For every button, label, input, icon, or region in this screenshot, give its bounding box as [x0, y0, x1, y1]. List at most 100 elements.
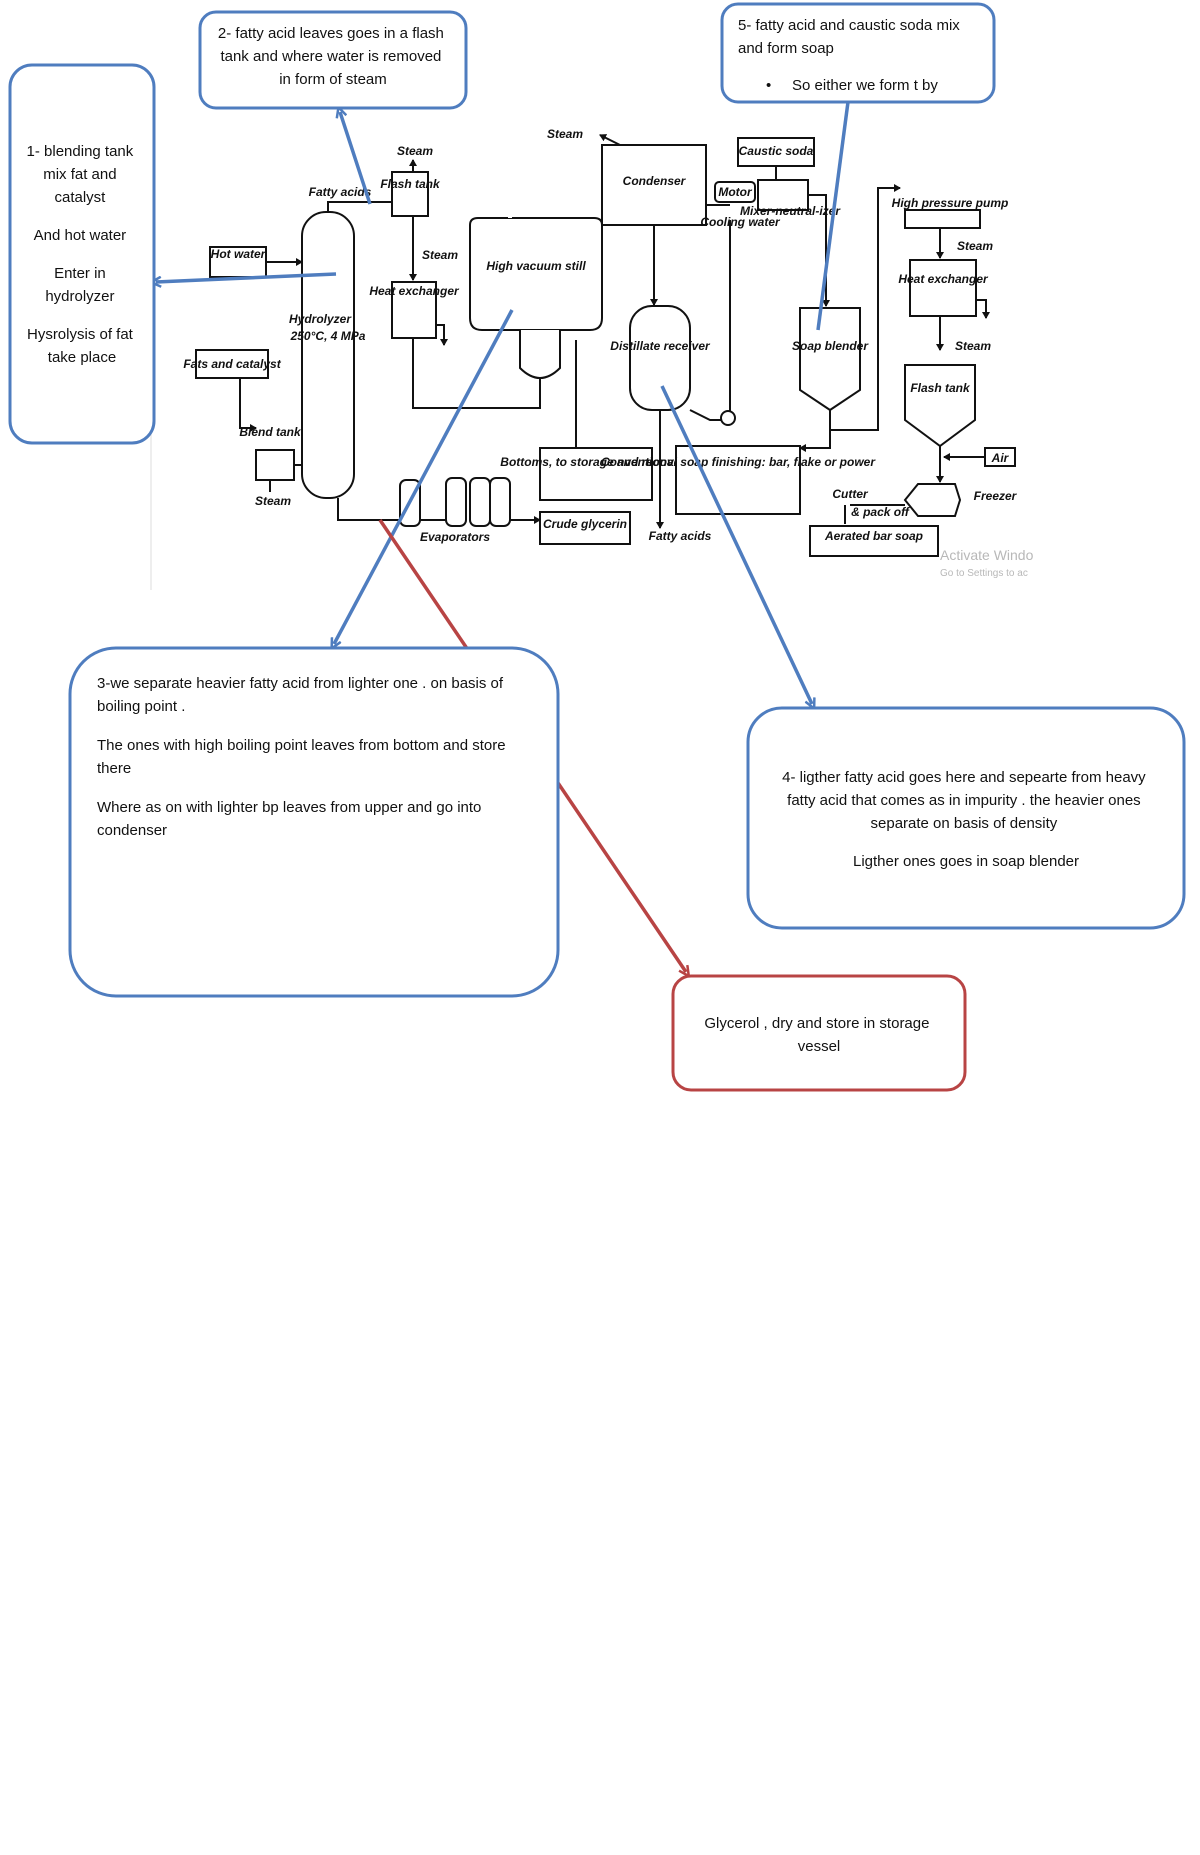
callout-1-line-8: take place: [48, 349, 116, 366]
aerated-bar-soap-box: [809, 525, 939, 557]
hot-water-label: Hot water: [211, 247, 267, 261]
steam-right2-label: Steam: [955, 339, 991, 353]
fats-catalyst-box: [195, 349, 269, 379]
process-flow-diagram: Hot water Fats and catalyst Blend tank S…: [150, 120, 1034, 590]
callout-4-line-3: separate on basis of density: [871, 815, 1058, 832]
bottoms-label: Bottoms, to storage and recovery: [500, 455, 693, 469]
steam-condenser-label: Steam: [547, 127, 583, 141]
air-label: Air: [991, 451, 1010, 465]
callout-1-line-3: catalyst: [54, 189, 106, 206]
arrow-callout-2: [340, 112, 372, 205]
pump-circle: [720, 410, 736, 426]
callout-4-line-1: 4- ligther fatty acid goes here and sepe…: [782, 769, 1146, 786]
heat-exchanger-left-label: Heat exchanger: [369, 284, 460, 298]
evaporator-3: [469, 477, 491, 527]
receiver-return-pipe: [689, 220, 731, 421]
callout-glycerol: Glycerol , dry and store in storage vess…: [671, 974, 967, 1092]
hx-right-out-pipe: [976, 299, 990, 319]
still-vapor-duct: [509, 167, 595, 218]
callout-2-line-2: tank and where water is removed: [220, 48, 441, 65]
fatty-acids-out-label: Fatty acids: [649, 529, 712, 543]
flash-tank-left: [391, 171, 429, 217]
hx-out-pipe: [436, 324, 448, 346]
callout-5: 5- fatty acid and caustic soda mix and f…: [720, 2, 996, 104]
callout-1-line-2: mix fat and: [43, 166, 116, 183]
pack-off-label: & pack off: [851, 505, 910, 519]
callout-1-line-5: Enter in: [54, 265, 106, 282]
callout-3-box: [68, 646, 560, 998]
blender-to-finishing-pipe: [799, 410, 831, 452]
blender-to-pump-pipe: [830, 184, 901, 431]
callout-glycerol-box: [671, 974, 967, 1092]
callout-4-box: [746, 706, 1186, 930]
flash-tank-right-label: Flash tank: [910, 381, 971, 395]
fats-pipe: [239, 378, 257, 432]
callout-1-text: 1- blending tank mix fat and catalyst An…: [27, 143, 138, 366]
evaporator-4: [489, 477, 511, 527]
callout-1-line-6: hydrolyzer: [45, 288, 114, 305]
callout-1: 1- blending tank mix fat and catalyst An…: [8, 63, 156, 445]
crude-glycerin-box: [539, 511, 631, 545]
callout-3-line-4: there: [97, 760, 131, 777]
freezer-label: Freezer: [974, 489, 1018, 503]
high-vacuum-still: [469, 217, 603, 331]
callout-3-line-3: The ones with high boiling point leaves …: [97, 737, 506, 754]
distillate-receiver-label: Distillate receiver: [610, 339, 711, 353]
watermark-line1: Activate Windo: [940, 547, 1034, 563]
evaporator-2: [445, 477, 467, 527]
callout-5-box: [720, 2, 996, 104]
callout-1-line-1: 1- blending tank: [27, 143, 134, 160]
callout-4-text: 4- ligther fatty acid goes here and sepe…: [782, 769, 1150, 870]
arrow-callout-5: [816, 101, 850, 331]
heat-exchanger-right: [909, 259, 977, 317]
callout-glycerol-line-2: vessel: [798, 1038, 841, 1055]
steam-flash-label: Steam: [397, 144, 433, 158]
evaporators-group: [399, 477, 541, 527]
mixer-neutralizer: [757, 179, 809, 211]
callout-glycerol-line-1: Glycerol , dry and store in storage: [704, 1015, 929, 1032]
heat-exchanger-right-label: Heat exchanger: [898, 272, 989, 286]
callout-2: 2- fatty acid leaves goes in a flash tan…: [198, 10, 468, 110]
flash-tank-right: [904, 364, 976, 448]
callout-5-text: 5- fatty acid and caustic soda mix and f…: [738, 17, 964, 57]
hydrolyzer-column: [301, 211, 355, 499]
motor-label: Motor: [718, 185, 753, 199]
high-vacuum-still-label: High vacuum still: [486, 259, 586, 273]
callout-2-box: [198, 10, 468, 110]
condenser-label: Condenser: [623, 174, 687, 188]
motor-box: [714, 181, 756, 203]
callout-2-line-3: in form of steam: [279, 71, 387, 88]
callout-3-text: 3-we separate heavier fatty acid from li…: [97, 675, 510, 839]
arrow-callout-1: [156, 272, 337, 282]
hydrolyzer-conditions-label: 250°C, 4 MPa: [290, 329, 366, 343]
aerated-bar-soap-label: Aerated bar soap: [824, 529, 923, 543]
callout-1-line-4: And hot water: [34, 227, 127, 244]
cutter-label: Cutter: [832, 487, 869, 501]
conventional-finishing-label: Conventional soap finishing: bar, flake …: [601, 455, 876, 469]
callout-2-line-1: 2- fatty acid leaves goes in a flash: [218, 25, 444, 42]
hx-to-still-pipe: [412, 338, 541, 409]
caustic-soda-label: Caustic soda: [739, 144, 814, 158]
still-bottom-section: [519, 330, 561, 379]
still-vapor-duct-inner: [508, 166, 595, 218]
blend-tank: [255, 449, 295, 481]
flash-tank-left-label: Flash tank: [380, 177, 441, 191]
callout-4-line-2: fatty acid that comes as in impurity . t…: [787, 792, 1141, 809]
fatty-acids-top-label: Fatty acids: [309, 185, 372, 199]
soap-blender-label: Soap blender: [792, 339, 869, 353]
callout-3-line-6: condenser: [97, 822, 167, 839]
callout-glycerol-text: Glycerol , dry and store in storage vess…: [704, 1015, 933, 1055]
high-pressure-pump-label: High pressure pump: [892, 196, 1009, 210]
steam-hx-label: Steam: [422, 248, 458, 262]
callout-4-line-4: Ligther ones goes in soap blender: [853, 853, 1079, 870]
callout-5-line-2: and form soap: [738, 40, 834, 57]
high-pressure-pump: [904, 209, 981, 229]
callout-4: 4- ligther fatty acid goes here and sepe…: [746, 706, 1186, 930]
evaporators-label: Evaporators: [420, 530, 490, 544]
callout-3: 3-we separate heavier fatty acid from li…: [68, 646, 560, 998]
watermark-line2: Go to Settings to ac: [940, 568, 1028, 579]
callout-5-line-3: So either we form t by: [792, 77, 938, 94]
steam-blend-label: Steam: [255, 494, 291, 508]
freezer: [903, 483, 962, 517]
callout-1-line-7: Hysrolysis of fat: [27, 326, 134, 343]
